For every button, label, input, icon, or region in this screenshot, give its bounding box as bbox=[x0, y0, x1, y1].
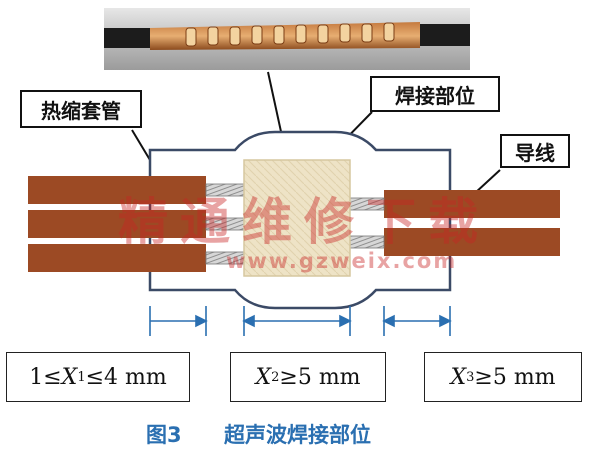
x3-subscript: 3 bbox=[466, 369, 475, 385]
x3-dimension bbox=[382, 306, 452, 336]
weld-photo bbox=[104, 8, 470, 70]
x2-variable: X bbox=[255, 364, 272, 390]
photo-weld-nuggets bbox=[185, 22, 395, 47]
left-wires bbox=[28, 176, 247, 272]
x3-variable: X bbox=[450, 364, 467, 390]
x1-suffix: ≤4 mm bbox=[85, 364, 167, 390]
watermark-url: www.gzweix.com bbox=[226, 249, 458, 273]
left-wire-1 bbox=[28, 176, 206, 204]
figure-title: 超声波焊接部位 bbox=[224, 423, 371, 447]
heat-shrink-label: 热缩套管 bbox=[20, 90, 142, 128]
x1-subscript: 1 bbox=[77, 369, 86, 385]
weld-block bbox=[243, 159, 351, 277]
figure-number: 图3 bbox=[146, 423, 182, 447]
left-wire-3 bbox=[28, 244, 206, 272]
x2-suffix: ≥5 mm bbox=[279, 364, 361, 390]
x3-suffix: ≥5 mm bbox=[474, 364, 556, 390]
weld-position-label: 焊接部位 bbox=[370, 76, 500, 112]
x1-prefix: 1≤ bbox=[29, 364, 62, 390]
x1-variable: X bbox=[61, 364, 78, 390]
x2-subscript: 2 bbox=[271, 369, 280, 385]
wire-label: 导线 bbox=[500, 134, 570, 168]
left-wire-2 bbox=[28, 210, 206, 238]
figure-caption: 图3 超声波焊接部位 bbox=[0, 417, 590, 451]
x2-dimension bbox=[242, 306, 352, 336]
dimension-arrows bbox=[149, 306, 452, 336]
sleeve-callout-line bbox=[131, 129, 151, 161]
right-wire-1 bbox=[384, 190, 560, 218]
photo-wire-right-insulation bbox=[418, 24, 470, 46]
photo-wire-left-insulation bbox=[104, 28, 152, 48]
x1-dimension bbox=[149, 306, 208, 336]
watermark-text: 精通维修下载 bbox=[118, 193, 490, 251]
right-wire-2 bbox=[384, 228, 560, 256]
